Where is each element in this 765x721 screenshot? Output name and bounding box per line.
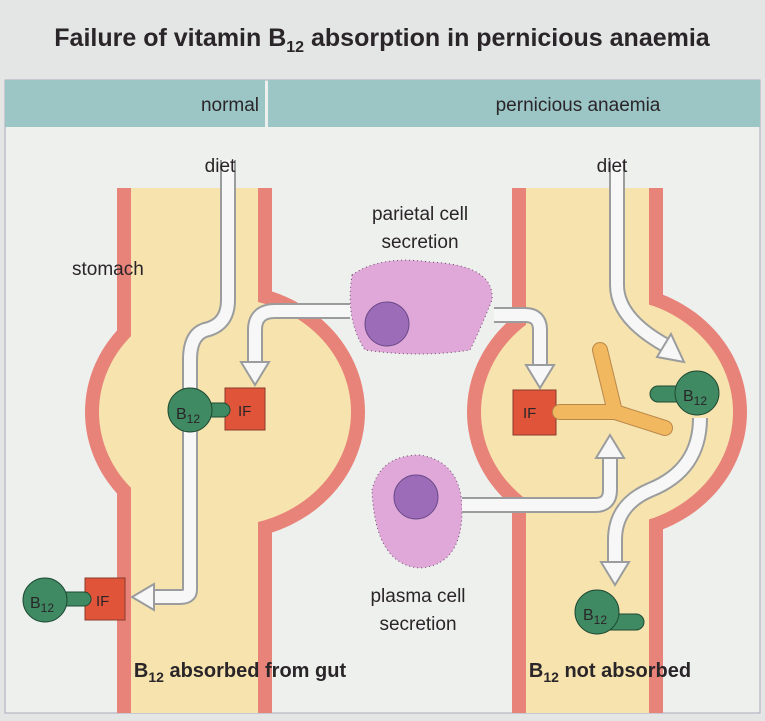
header-normal (5, 80, 265, 127)
svg-text:IF: IF (238, 403, 251, 420)
caption-pernicious: B12 not absorbed (529, 660, 691, 685)
diagram-title: Failure of vitamin B12 absorption in per… (54, 24, 711, 56)
arrow-diet-normal (130, 160, 236, 612)
b12-if-complex-stomach: B12 IF (167, 387, 266, 433)
svg-text:B12: B12 (583, 607, 607, 627)
label-stomach: stomach (72, 259, 144, 280)
antibody (553, 343, 672, 435)
svg-text:IF: IF (523, 405, 536, 422)
plasma-cell (371, 454, 463, 569)
label-diet-pa: diet (597, 156, 628, 177)
caption-normal: B12 absorbed from gut (134, 660, 347, 685)
label-plasma-2: secretion (379, 614, 456, 635)
parietal-cell (349, 259, 493, 355)
arrow-parietal-pa (494, 307, 556, 390)
svg-text:B12: B12 (30, 595, 54, 615)
panel-title-pernicious: pernicious anaemia (496, 95, 661, 116)
svg-text:IF: IF (96, 593, 109, 610)
header-pernicious (268, 80, 760, 127)
b12-free: B12 (649, 370, 720, 416)
label-parietal-1: parietal cell (372, 204, 468, 225)
label-diet-normal: diet (205, 156, 236, 177)
arrow-diet-pa (609, 160, 686, 364)
panel-title-normal: normal (201, 95, 259, 116)
svg-text:B12: B12 (683, 388, 707, 408)
arrow-parietal-normal (239, 303, 350, 387)
b12-not-absorbed: B12 (574, 589, 645, 635)
svg-text:B12: B12 (176, 406, 200, 426)
arrow-plasma-pa (462, 433, 626, 513)
arrow-b12-lost (599, 417, 708, 587)
label-parietal-2: secretion (381, 232, 458, 253)
label-plasma-1: plasma cell (370, 586, 465, 607)
b12-if-complex-absorbed: B12 IF (22, 577, 126, 623)
antibody-if-complex: IF (512, 342, 673, 436)
